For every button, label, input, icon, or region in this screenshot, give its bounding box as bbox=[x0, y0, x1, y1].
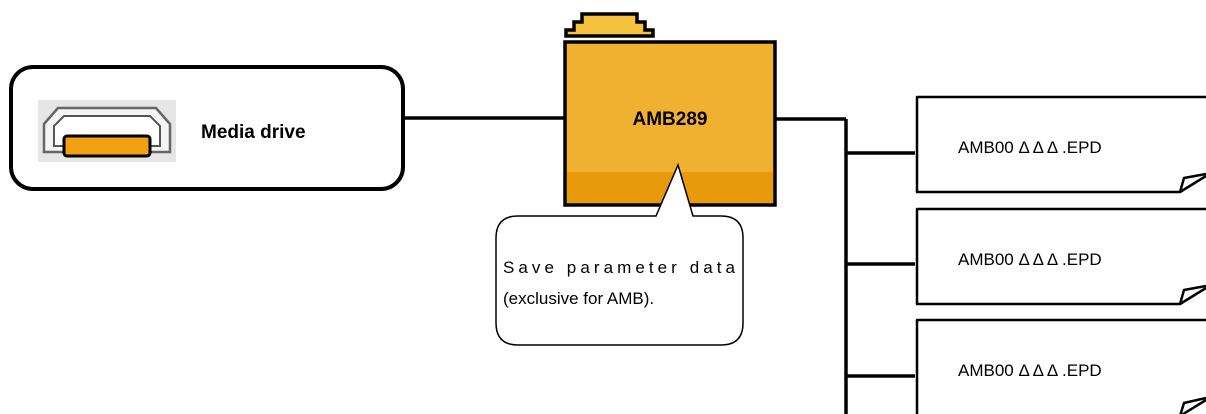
file-label: AMB00 Δ Δ Δ .EPD bbox=[958, 250, 1102, 269]
file-item: AMB00 Δ Δ Δ .EPD bbox=[915, 318, 1206, 414]
connector-lines bbox=[403, 116, 915, 414]
file-item: AMB00 Δ Δ Δ .EPD bbox=[915, 95, 1206, 194]
file-icon bbox=[915, 318, 1206, 414]
media-drive-icon bbox=[38, 100, 176, 162]
file-label: AMB00 Δ Δ Δ .EPD bbox=[958, 138, 1102, 157]
file-icon bbox=[915, 95, 1206, 194]
folder-label: AMB289 bbox=[633, 109, 708, 130]
media-drive-box: Media drive bbox=[9, 65, 405, 191]
file-icon bbox=[915, 207, 1206, 306]
file-label: AMB00 Δ Δ Δ .EPD bbox=[958, 361, 1102, 380]
callout-bubble: Save parameter data (exclusive for AMB). bbox=[495, 162, 744, 346]
media-drive-label: Media drive bbox=[201, 122, 306, 143]
file-item: AMB00 Δ Δ Δ .EPD bbox=[915, 207, 1206, 306]
callout-text-line2: (exclusive for AMB). bbox=[503, 289, 654, 308]
folder-icon: AMB289 bbox=[563, 12, 777, 207]
